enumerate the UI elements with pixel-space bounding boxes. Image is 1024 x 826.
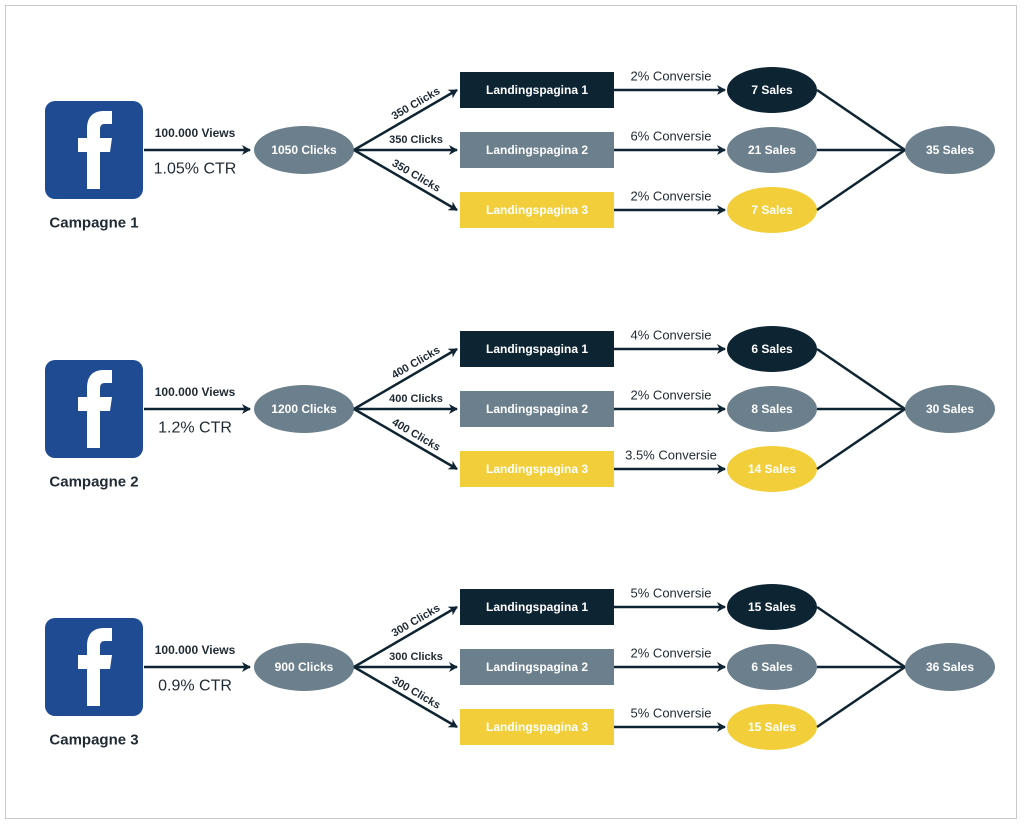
- campaign-name: Campagne 3: [49, 732, 138, 749]
- ctr-label: 1.2% CTR: [158, 420, 232, 437]
- sales-node: [727, 67, 817, 113]
- clicks-node-label: 900 Clicks: [275, 660, 334, 674]
- facebook-logo-icon: [45, 101, 143, 199]
- landing-page-label: Landingspagina 3: [486, 462, 588, 476]
- conversion-label: 4% Conversie: [631, 328, 712, 343]
- sales-node: [727, 446, 817, 492]
- branch-clicks-label: 300 Clicks: [389, 651, 443, 663]
- total-connector: [816, 88, 906, 152]
- views-label: 100.000 Views: [155, 385, 236, 399]
- conversion-label: 3.5% Conversie: [625, 448, 717, 463]
- landing-page-box: [460, 649, 614, 685]
- landing-page-label: Landingspagina 2: [486, 660, 588, 674]
- total-connector: [816, 148, 906, 212]
- views-label: 100.000 Views: [155, 126, 236, 140]
- facebook-logo-icon: [45, 360, 143, 458]
- landing-page-label: Landingspagina 3: [486, 203, 588, 217]
- landing-page-box: [460, 451, 614, 487]
- sales-node-label: 14 Sales: [748, 462, 796, 476]
- conversion-label: 2% Conversie: [631, 646, 712, 661]
- sales-node-label: 6 Sales: [751, 660, 793, 674]
- conversion-label: 2% Conversie: [631, 69, 712, 84]
- sales-node-label: 7 Sales: [751, 83, 793, 97]
- branch-clicks-label: 400 Clicks: [389, 393, 443, 405]
- facebook-logo-icon: [45, 618, 143, 716]
- clicks-arrow: [353, 148, 458, 212]
- total-connector: [816, 347, 906, 411]
- clicks-node-label: 1050 Clicks: [271, 143, 337, 157]
- landing-page-label: Landingspagina 1: [486, 342, 588, 356]
- landing-page-label: Landingspagina 1: [486, 83, 588, 97]
- total-sales-node: [905, 643, 995, 691]
- clicks-arrow: [353, 347, 458, 411]
- campaign-row-2: Campagne 2 100.000 Views 1.2% CTR 1200 Clic…: [45, 326, 995, 492]
- sales-node-label: 8 Sales: [751, 402, 793, 416]
- landing-page-box: [460, 391, 614, 427]
- conversion-label: 2% Conversie: [631, 388, 712, 403]
- sales-node-label: 7 Sales: [751, 203, 793, 217]
- landing-page-label: Landingspagina 1: [486, 600, 588, 614]
- landing-page-box: [460, 589, 614, 625]
- clicks-node-label: 1200 Clicks: [271, 402, 337, 416]
- conversion-label: 5% Conversie: [631, 586, 712, 601]
- sales-node: [727, 187, 817, 233]
- sales-node: [727, 644, 817, 690]
- views-label: 100.000 Views: [155, 643, 236, 657]
- total-connector: [816, 665, 906, 729]
- clicks-arrow: [353, 88, 458, 152]
- total-sales-node: [905, 126, 995, 174]
- total-sales-label: 36 Sales: [926, 660, 974, 674]
- total-sales-label: 35 Sales: [926, 143, 974, 157]
- campaign-row-3: Campagne 3 100.000 Views 0.9% CTR 900 Click…: [45, 584, 995, 750]
- landing-page-box: [460, 192, 614, 228]
- campaign-name: Campagne 1: [49, 215, 138, 232]
- clicks-node: [254, 126, 354, 174]
- landing-page-box: [460, 331, 614, 367]
- sales-node: [727, 704, 817, 750]
- landing-page-box: [460, 132, 614, 168]
- total-connector: [816, 407, 906, 471]
- conversion-label: 5% Conversie: [631, 706, 712, 721]
- total-sales-node: [905, 385, 995, 433]
- landing-page-label: Landingspagina 2: [486, 402, 588, 416]
- total-sales-label: 30 Sales: [926, 402, 974, 416]
- sales-node: [727, 584, 817, 630]
- sales-node: [727, 326, 817, 372]
- campaign-name: Campagne 2: [49, 474, 138, 491]
- conversion-label: 6% Conversie: [631, 129, 712, 144]
- sales-node: [727, 386, 817, 432]
- campaign-row-1: Campagne 1 100.000 Views 1.05% CTR 1050 Cli…: [45, 67, 995, 233]
- clicks-arrow: [353, 665, 458, 729]
- sales-node-label: 6 Sales: [751, 342, 793, 356]
- landing-page-box: [460, 72, 614, 108]
- sales-node-label: 15 Sales: [748, 600, 796, 614]
- conversion-label: 2% Conversie: [631, 189, 712, 204]
- sales-node-label: 15 Sales: [748, 720, 796, 734]
- clicks-arrow: [353, 605, 458, 669]
- sales-node: [727, 127, 817, 173]
- ctr-label: 0.9% CTR: [158, 678, 232, 695]
- sales-node-label: 21 Sales: [748, 143, 796, 157]
- branch-clicks-label: 350 Clicks: [389, 134, 443, 146]
- landing-page-label: Landingspagina 2: [486, 143, 588, 157]
- clicks-arrow: [353, 407, 458, 471]
- clicks-node: [254, 385, 354, 433]
- total-connector: [816, 605, 906, 669]
- landing-page-box: [460, 709, 614, 745]
- clicks-node: [254, 643, 354, 691]
- landing-page-label: Landingspagina 3: [486, 720, 588, 734]
- ctr-label: 1.05% CTR: [154, 161, 237, 178]
